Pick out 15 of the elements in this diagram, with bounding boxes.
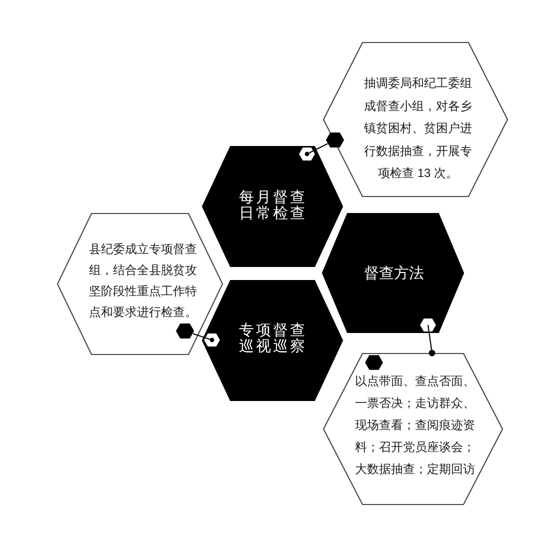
- hexagon: [322, 213, 464, 333]
- hexagon: [202, 146, 343, 267]
- connector-line: [298, 132, 344, 162]
- hexagon: [57, 213, 223, 355]
- title-text: 每月督查日常检查: [238, 190, 308, 222]
- title-text: 督查方法: [363, 265, 425, 283]
- description-text: 抽调委局和纪工委组成督查小组，对各乡镇贫困村、贫困户进行数据抽查，开展专项检查 13 次。: [363, 74, 473, 182]
- hexagon: [323, 42, 508, 197]
- hexagon: [202, 280, 343, 401]
- description-text: 县纪委成立专项督查组，结合全县脱贫攻坚阶段性重点工作特点和要求进行检查。: [88, 241, 198, 321]
- connector-line: [176, 324, 222, 348]
- hexagon: [323, 353, 503, 505]
- description-text: 以点带面、查点否面、一票否决；走访群众、现场查看；查阅痕迹资料；召开党员座谈会；大数据抽查；定期回访: [354, 373, 476, 478]
- title-text: 专项督查巡视巡察: [238, 323, 308, 355]
- connector-line: [418, 318, 438, 356]
